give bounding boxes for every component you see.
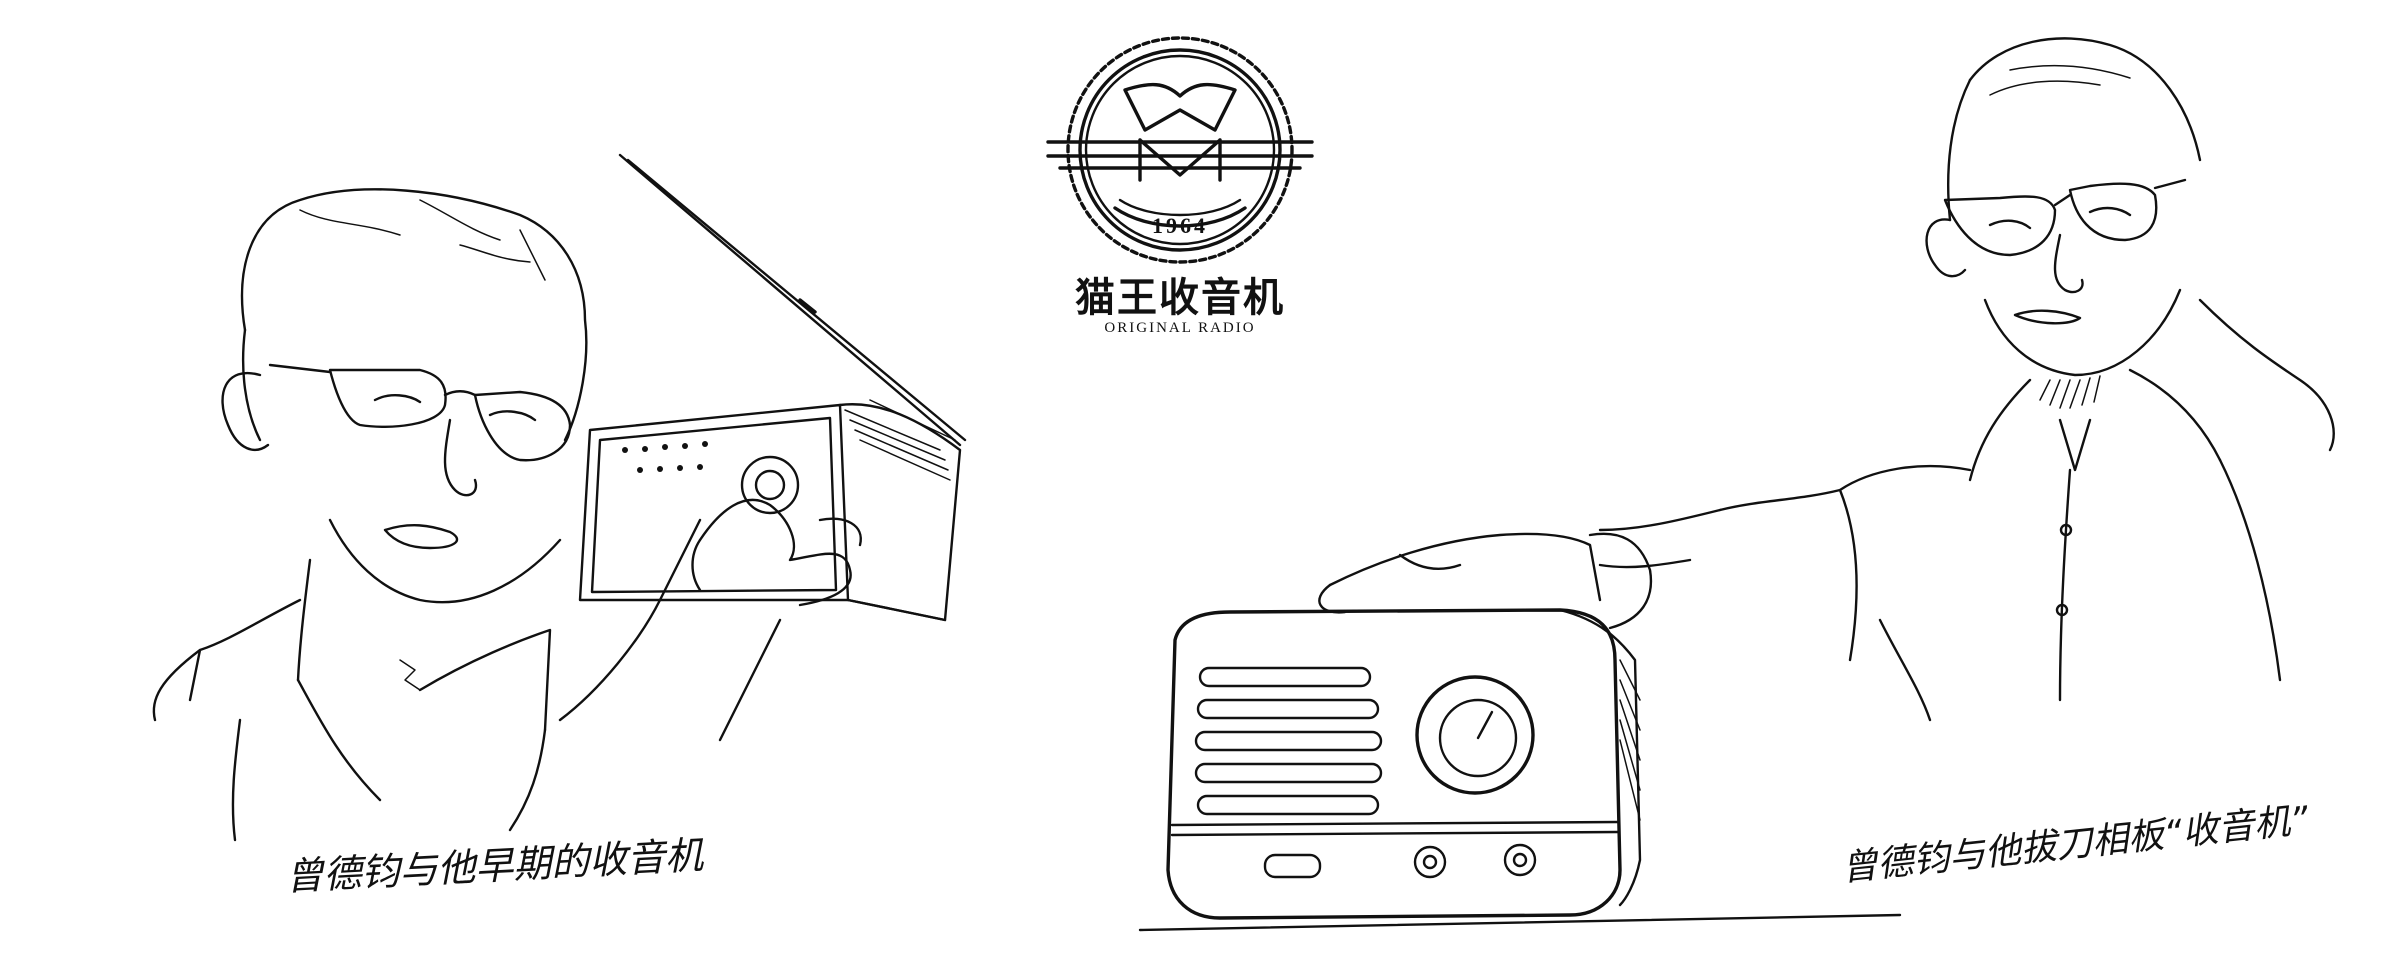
modern-radio-sketch xyxy=(1138,532,1902,932)
brand-name-cn: 猫王收音机 xyxy=(1075,274,1285,321)
logo-year: 1964 xyxy=(1152,213,1208,238)
brand-name-en: ORIGINAL RADIO xyxy=(1104,320,1256,336)
left-man-sketch xyxy=(152,188,782,842)
radio-logo-emblem xyxy=(1046,36,1314,264)
left-old-radio-sketch xyxy=(578,153,967,622)
logo-year-banner: 1964 xyxy=(1152,213,1208,238)
right-man-sketch xyxy=(1598,37,2335,722)
